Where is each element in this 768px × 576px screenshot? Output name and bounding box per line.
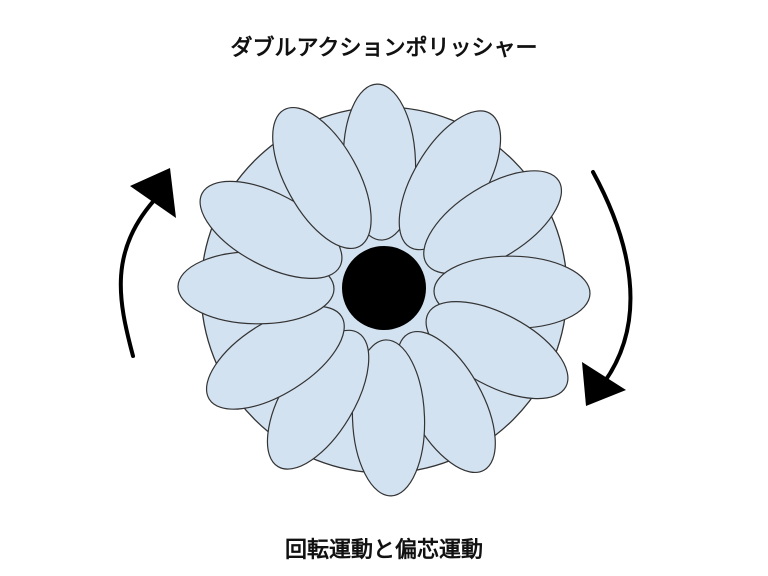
- pad-petal: [272, 106, 372, 250]
- diagram-title: ダブルアクションポリッシャー: [230, 36, 538, 61]
- pad-petal: [351, 339, 426, 497]
- rotation-arrow-right: [582, 170, 633, 406]
- arrow-head-icon: [130, 168, 176, 218]
- pad-petal: [205, 305, 345, 410]
- arrow-head-icon: [582, 362, 626, 406]
- pad-petal: [425, 301, 569, 400]
- center-hub: [342, 246, 426, 330]
- petal-group: [177, 83, 591, 497]
- pad-petal: [199, 180, 343, 279]
- rotation-arrow-left: [118, 168, 176, 358]
- diagram-caption: 回転運動と偏芯運動: [284, 538, 483, 563]
- pad-petal: [423, 170, 563, 275]
